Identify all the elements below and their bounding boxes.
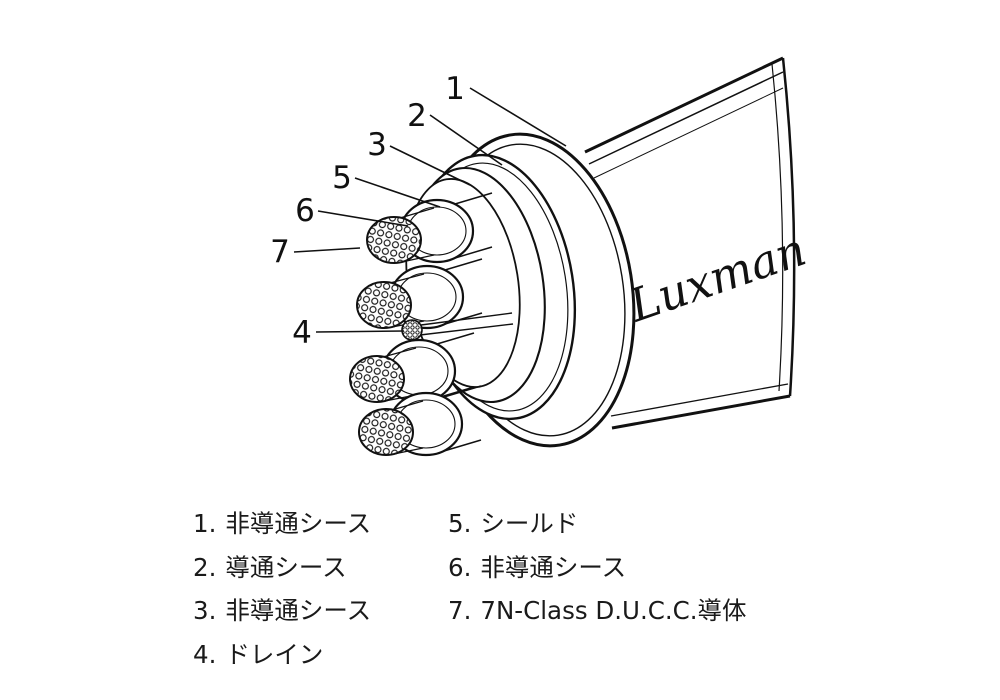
- legend-item-4: 4. ドレイン: [193, 633, 371, 677]
- legend-item-number: 3.: [193, 596, 217, 625]
- conductor-strands: [356, 281, 412, 329]
- legend-item-7: 7. 7N-Class D.U.C.C.導体: [448, 589, 747, 633]
- legend-item-label: 非導通シース: [225, 596, 372, 625]
- cable-top-edge-inner2: [593, 87, 784, 179]
- callout-4: 4: [292, 315, 312, 351]
- callout-5: 5: [332, 160, 352, 196]
- legend-item-label: 7N-Class D.U.C.C.導体: [480, 596, 747, 625]
- legend-item-number: 4.: [193, 639, 217, 669]
- callout-1: 1: [445, 71, 465, 107]
- conductor-1: [366, 192, 493, 264]
- callouts: [293, 87, 567, 333]
- drain-wire-end: [401, 319, 423, 341]
- callout-3: 3: [367, 127, 387, 163]
- cable-bottom-edge: [611, 394, 791, 430]
- callout-2: 2: [407, 98, 427, 134]
- legend-item-label: 導通シース: [225, 552, 347, 582]
- cable-top-edge: [584, 56, 784, 154]
- legend-item-number: 1.: [193, 509, 217, 538]
- conductor-strands: [366, 216, 422, 264]
- cable-body-surface: [585, 58, 795, 428]
- legend-column-2: 5. シールド 6. 非導通シース 7. 7N-Class D.U.C.C.導体: [448, 502, 747, 633]
- legend-item-number: 6.: [448, 552, 472, 582]
- legend-item-3: 3. 非導通シース: [193, 589, 371, 633]
- cable-bottom-edge-inner: [610, 383, 789, 417]
- conductor-strands: [358, 408, 414, 456]
- callout-6: 6: [295, 193, 315, 229]
- conductor-4: [358, 385, 482, 457]
- callout-7: 7: [270, 234, 290, 270]
- legend-item-number: 2.: [193, 552, 217, 582]
- legend-item-5: 5. シールド: [448, 502, 747, 546]
- conductor-strands: [349, 355, 405, 403]
- legend-item-2: 2. 導通シース: [193, 546, 371, 590]
- legend-item-label: 非導通シース: [480, 552, 627, 582]
- callout-numbers: 1 2 3 5 6 7 4: [270, 71, 465, 351]
- legend-item-1: 1. 非導通シース: [193, 502, 371, 546]
- drain-wire: [401, 312, 514, 341]
- cable-top-edge-inner: [588, 71, 784, 165]
- legend-item-number: 5.: [448, 509, 472, 538]
- legend-item-label: ドレイン: [225, 639, 324, 669]
- legend-column-1: 1. 非導通シース 2. 導通シース 3. 非導通シース 4. ドレイン: [193, 502, 371, 676]
- cable-body: Luxman: [584, 56, 812, 430]
- cable-end-arc-inner: [771, 63, 784, 392]
- conductor-2: [356, 258, 483, 330]
- legend-item-6: 6. 非導通シース: [448, 546, 747, 590]
- cable-end-arc: [781, 57, 796, 397]
- legend-item-label: シールド: [480, 509, 579, 538]
- conductors: [349, 192, 493, 457]
- legend-item-label: 非導通シース: [225, 509, 372, 538]
- legend-item-number: 7.: [448, 596, 472, 625]
